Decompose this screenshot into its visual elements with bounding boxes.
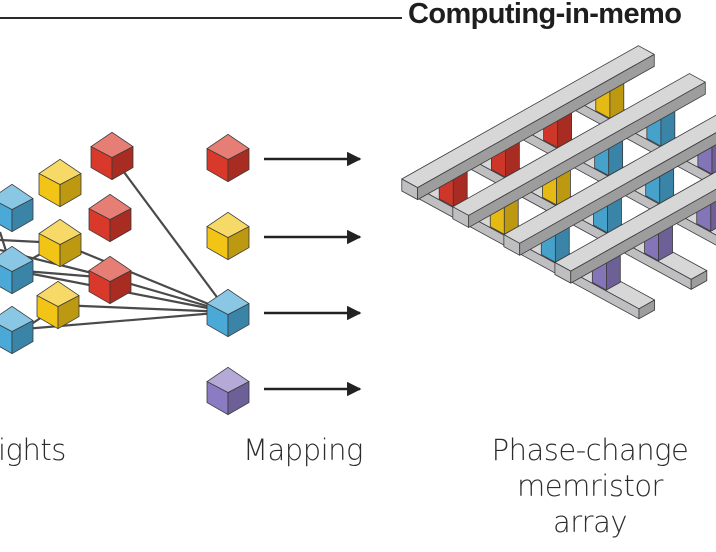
bottom-bar-1-side	[638, 299, 656, 320]
connection-line	[57, 303, 229, 314]
label-memristor-array: Phase-change memristor array	[480, 432, 700, 540]
mapping-cube-purple	[206, 366, 250, 416]
top-bar-1-side	[417, 53, 655, 201]
top-bar-2-side	[468, 81, 706, 228]
cube-right	[57, 295, 80, 330]
cube-right	[227, 148, 250, 183]
cube-right	[109, 208, 132, 243]
cube-right	[11, 320, 34, 355]
weight-cube-blue	[0, 305, 34, 355]
cube-right	[59, 173, 82, 208]
top-bar-4	[554, 171, 716, 284]
title-rule	[0, 17, 402, 19]
memristor-cell-side	[711, 143, 716, 175]
mapping-cubes	[206, 133, 250, 416]
weight-cube-yellow	[38, 158, 82, 208]
weight-cube-red	[88, 193, 132, 243]
label-mapping: Mapping	[243, 433, 363, 467]
mapping-cube-yellow	[206, 211, 250, 261]
weight-cube-blue	[0, 183, 34, 233]
cube-right	[59, 233, 82, 268]
cube-right	[11, 260, 34, 295]
mapping-cube-blue	[206, 288, 250, 338]
cube-right	[227, 303, 250, 338]
cube-right	[111, 146, 134, 181]
weight-cube-red	[88, 255, 132, 305]
bottom-bar-2-side	[690, 270, 708, 290]
connection-lines	[0, 155, 229, 346]
top-bar-1	[401, 45, 655, 201]
label-weights: ights	[0, 433, 66, 467]
mapping-arrows	[264, 151, 362, 397]
weight-cube-red	[90, 131, 134, 181]
weight-cube-yellow	[36, 280, 80, 330]
label-array-line1: Phase-change	[491, 433, 689, 467]
cube-right	[11, 198, 34, 233]
memristor-cell-side	[710, 199, 716, 232]
memristor-crossbar	[401, 45, 716, 320]
top-bar-4-side	[570, 188, 716, 284]
top-bar-3	[503, 114, 716, 256]
mapping-cube-red	[206, 133, 250, 183]
connection-line	[11, 310, 229, 332]
weight-cubes	[0, 131, 134, 355]
connection-line	[111, 155, 229, 313]
figure-title: Computing-in-memo	[408, 0, 682, 30]
cube-right	[109, 270, 132, 305]
top-bar-2	[452, 73, 706, 228]
cube-right	[227, 226, 250, 261]
weight-cube-yellow	[38, 218, 82, 268]
connection-line	[59, 241, 229, 314]
cube-right	[227, 381, 250, 416]
label-array-line2: memristor array	[517, 469, 663, 539]
top-bar-3-side	[519, 132, 716, 256]
weight-cube-blue	[0, 245, 34, 295]
